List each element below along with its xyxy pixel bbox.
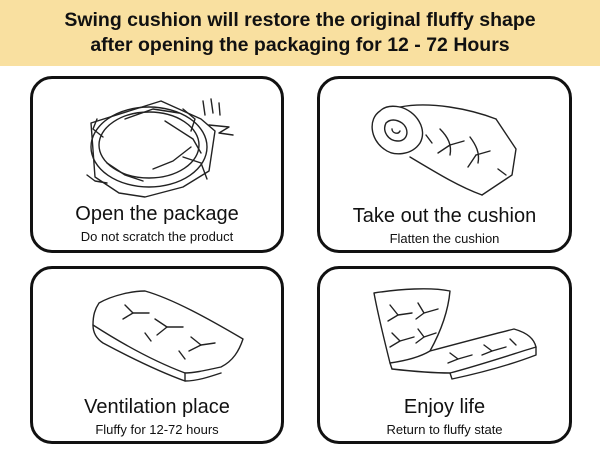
step-card-enjoy-life: Enjoy life Return to fluffy state	[317, 266, 572, 444]
step-subtitle: Return to fluffy state	[386, 422, 503, 437]
package-icon	[86, 98, 234, 198]
header-banner: Swing cushion will restore the original …	[0, 0, 600, 66]
rolled-cushion-icon	[371, 104, 517, 196]
banner-line-2: after opening the packaging for 12 - 72 …	[90, 34, 510, 56]
flat-cushion-icon	[92, 290, 244, 382]
step-title: Take out the cushion	[352, 205, 537, 227]
banner-line-1: Swing cushion will restore the original …	[64, 9, 536, 31]
step-subtitle: Flatten the cushion	[389, 231, 500, 246]
swing-cushion-icon	[373, 288, 537, 380]
step-subtitle: Do not scratch the product	[80, 229, 234, 244]
step-card-take-out: Take out the cushion Flatten the cushion	[317, 76, 572, 253]
step-title: Ventilation place	[84, 396, 230, 418]
step-title: Enjoy life	[403, 396, 486, 418]
step-title: Open the package	[75, 203, 239, 225]
step-card-ventilation: Ventilation place Fluffy for 12-72 hours	[30, 266, 284, 444]
step-subtitle: Fluffy for 12-72 hours	[95, 422, 219, 437]
step-card-open-package: Open the package Do not scratch the prod…	[30, 76, 284, 253]
